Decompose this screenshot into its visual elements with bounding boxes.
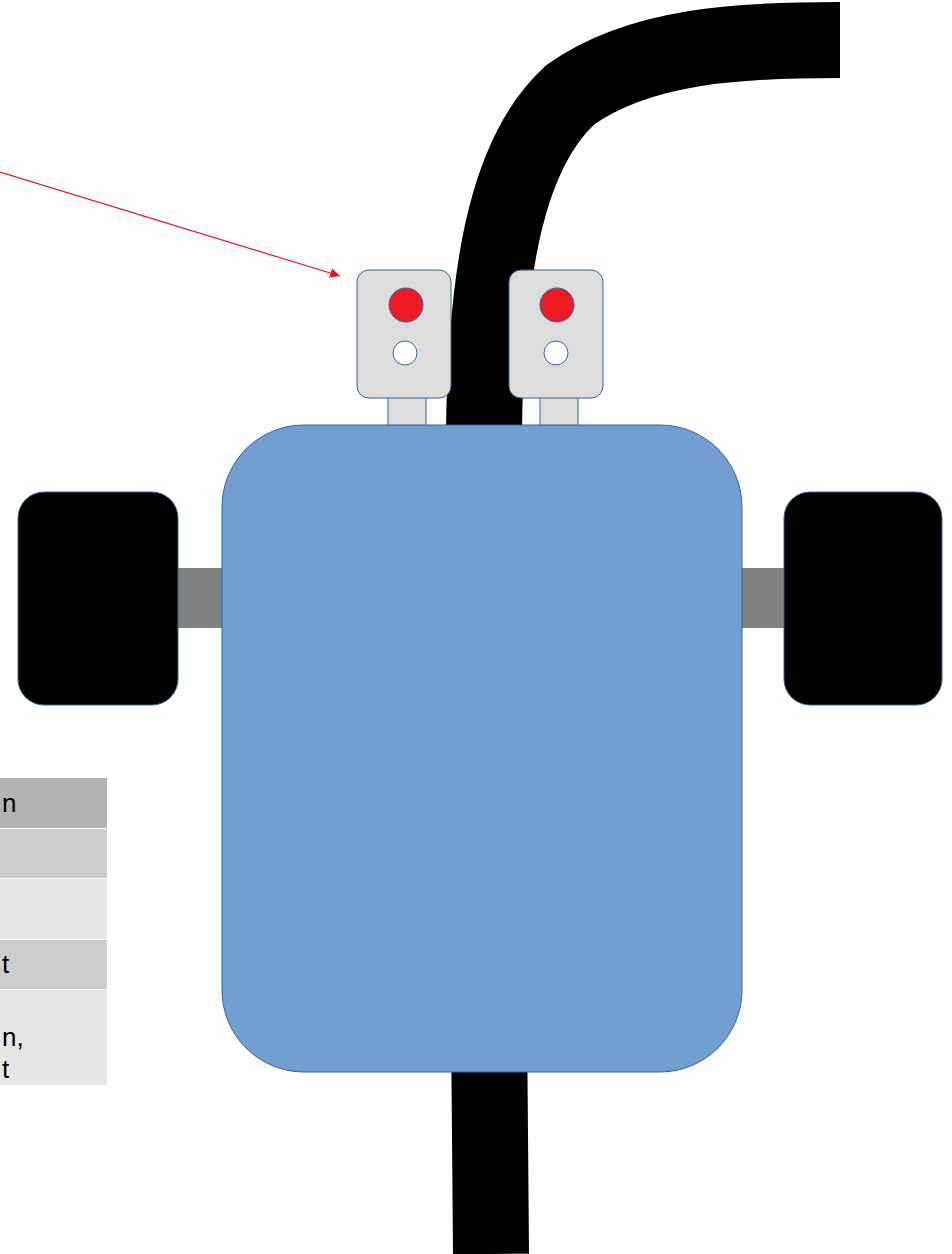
table	[0, 778, 107, 1085]
sensor	[357, 270, 451, 398]
table-cell	[0, 940, 107, 989]
sensor-receiver	[544, 341, 568, 365]
table-cell	[0, 829, 107, 878]
wheel	[784, 492, 942, 705]
sensor	[509, 270, 603, 398]
wheel	[18, 492, 178, 705]
table-cell-text: n	[2, 787, 42, 819]
table-cell-wrap: n	[2, 787, 42, 819]
sensor-stem	[388, 396, 426, 428]
axle	[738, 568, 788, 628]
table-cell-wrap: n, t	[2, 1021, 32, 1085]
table-cell	[0, 990, 107, 1085]
sensor-led	[389, 288, 423, 322]
robot-body	[222, 425, 742, 1072]
table-cell-text: n, t	[2, 1021, 32, 1085]
table-cell	[0, 879, 107, 939]
sensor-led	[540, 288, 574, 322]
pointer-arrow	[0, 172, 340, 276]
table-header-cell	[0, 778, 107, 828]
sensor-receiver	[393, 341, 417, 365]
table-cell-wrap: t	[2, 948, 42, 980]
sensor-stem	[540, 396, 578, 428]
table-cell-text: t	[2, 948, 42, 980]
axle	[176, 568, 226, 628]
